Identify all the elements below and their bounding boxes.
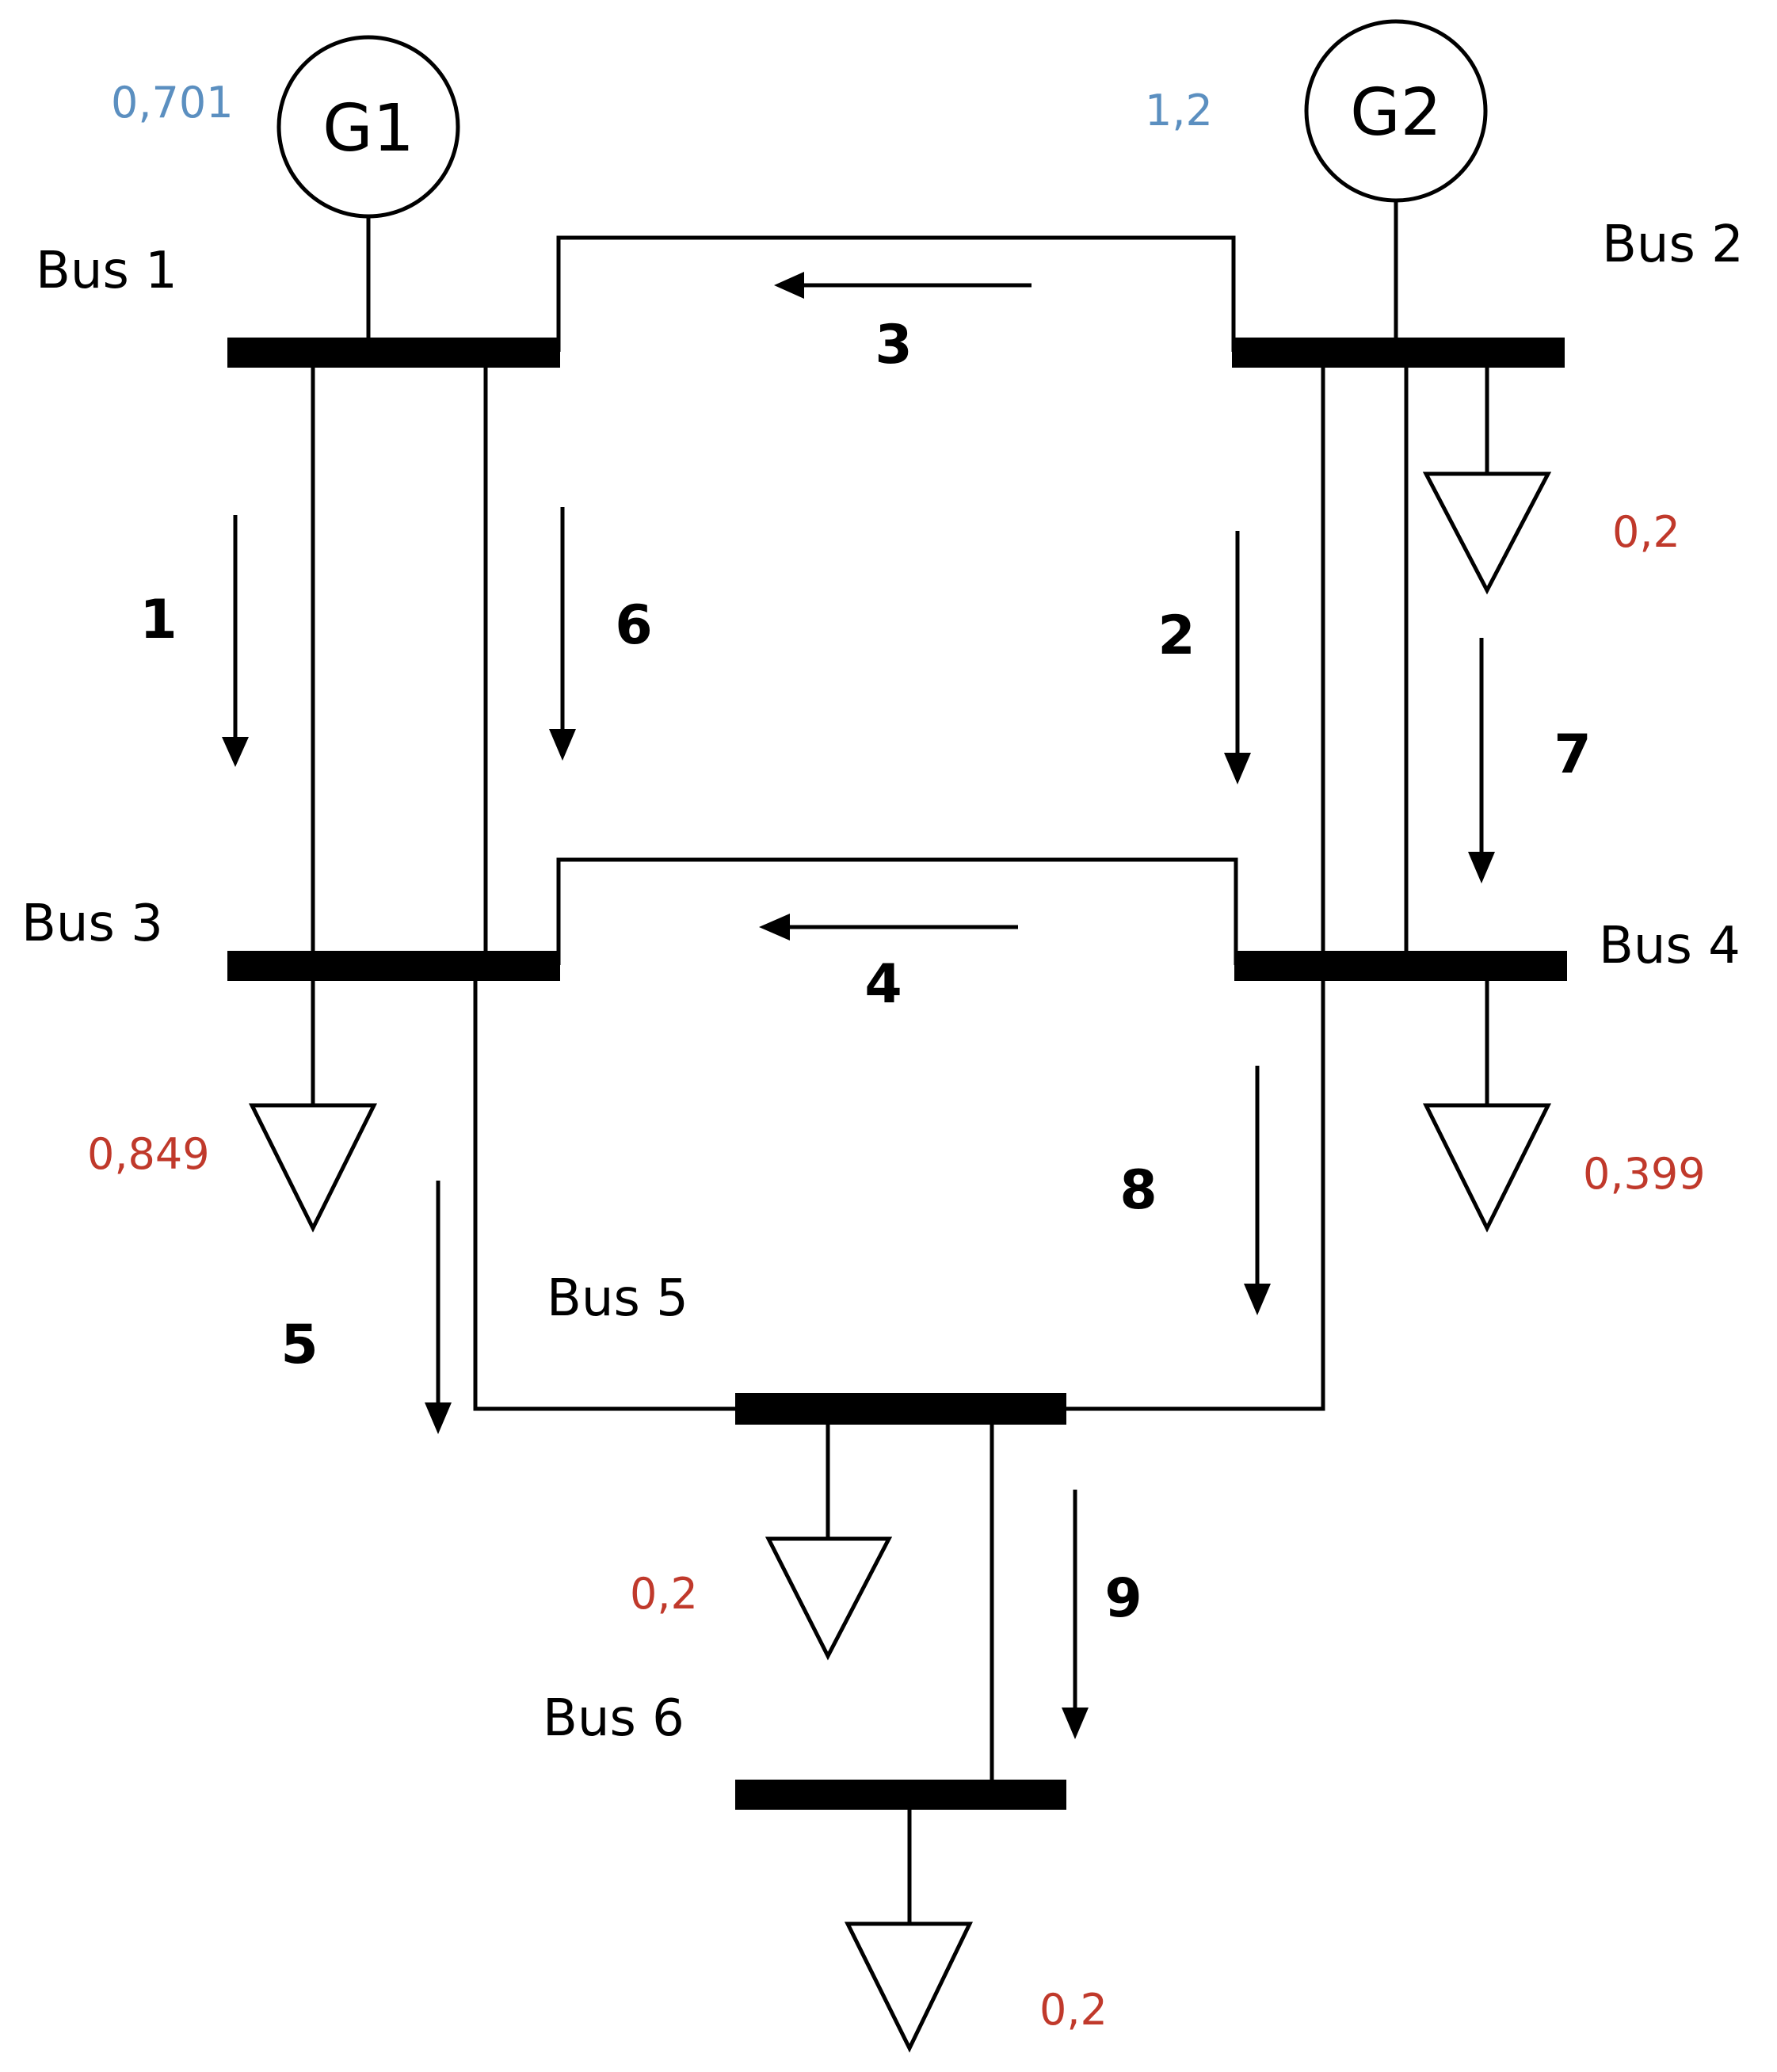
generator-g1-value: 0,701 — [111, 78, 234, 128]
line6-label: 6 — [615, 594, 652, 657]
bus5-bar — [735, 1393, 1066, 1425]
line1-label: 1 — [139, 589, 177, 651]
line7-flow-arrow — [1468, 638, 1495, 883]
line3-wire — [556, 235, 1236, 352]
line4-flow-arrow — [759, 914, 1018, 941]
bus3-label: Bus 3 — [21, 895, 163, 953]
load-bus5-icon — [765, 1536, 893, 1661]
bus5-label: Bus 5 — [547, 1269, 688, 1328]
bus3-bar — [227, 951, 560, 981]
bus1-bar — [227, 338, 560, 368]
load-bus2-value: 0,2 — [1612, 507, 1680, 557]
bus2-label: Bus 2 — [1602, 216, 1744, 274]
line3-label: 3 — [875, 314, 912, 376]
line2-wire — [1063, 352, 1325, 1411]
bus4-bar — [1234, 951, 1567, 981]
line5-wire — [473, 979, 737, 1411]
generator-g1-label: G1 — [322, 91, 414, 166]
line5-flow-arrow — [425, 1181, 452, 1434]
generator-g2-label: G2 — [1350, 75, 1442, 151]
load-bus2-icon — [1422, 471, 1552, 595]
line7-label: 7 — [1554, 723, 1591, 786]
line2-flow-arrow — [1224, 531, 1251, 784]
load-bus4-value: 0,399 — [1583, 1149, 1706, 1199]
line2-label: 2 — [1157, 605, 1195, 667]
line8-flow-arrow — [1244, 1066, 1271, 1315]
line1-flow-arrow — [222, 515, 249, 767]
load-bus6-value: 0,2 — [1039, 1985, 1108, 2035]
bus6-label: Bus 6 — [543, 1689, 684, 1748]
load-bus6-icon — [844, 1921, 973, 2053]
bus4-label: Bus 4 — [1599, 917, 1741, 975]
bus2-bar — [1232, 338, 1565, 368]
load-bus3-value: 0,849 — [87, 1129, 210, 1179]
line4-label: 4 — [864, 953, 902, 1016]
line4-wire — [556, 857, 1238, 965]
line8-label: 8 — [1119, 1159, 1157, 1222]
load-bus4-icon — [1422, 1103, 1552, 1233]
line9-label: 9 — [1104, 1567, 1142, 1630]
bus1-label: Bus 1 — [36, 242, 177, 300]
line3-flow-arrow — [774, 272, 1031, 299]
line5-label: 5 — [280, 1314, 318, 1376]
generator-g2-value: 1,2 — [1145, 86, 1213, 135]
generator-g2: G2 — [1304, 19, 1488, 338]
generator-g1: G1 — [276, 35, 460, 338]
load-bus3-icon — [248, 1103, 378, 1233]
line6-flow-arrow — [549, 507, 576, 761]
line9-flow-arrow — [1062, 1490, 1089, 1739]
load-bus5-value: 0,2 — [630, 1569, 698, 1619]
bus6-bar — [735, 1780, 1066, 1810]
